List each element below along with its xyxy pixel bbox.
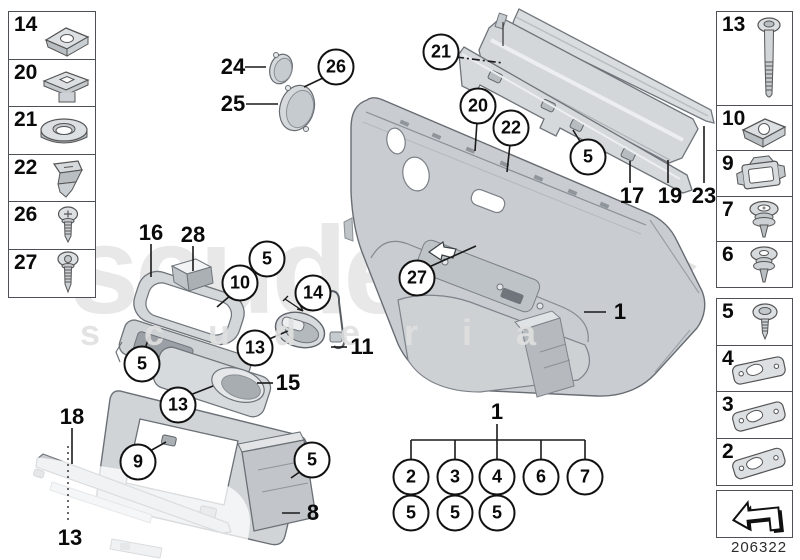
part-label-15[interactable]: 15 [275,370,301,395]
drawing-number: 206322 [731,539,788,556]
callout-10[interactable]: 10 [221,264,259,302]
callout-5-carrier[interactable]: 5 [569,138,607,176]
part-label-25[interactable]: 25 [220,91,246,116]
part-label-19[interactable]: 19 [657,183,683,208]
callout-21[interactable]: 21 [422,33,460,71]
washer-screw-icon [752,303,778,341]
callout-22[interactable]: 22 [492,109,530,147]
tree-callout-4[interactable]: 4 [478,458,516,496]
mounting-bracket-icon [732,401,786,432]
part-box-3[interactable]: 3 [716,391,793,439]
clip-nut-icon [44,27,90,57]
mounting-bracket-icon [732,447,786,479]
part-label-16[interactable]: 16 [138,220,164,245]
part-box-6[interactable]: 6 [716,241,793,288]
callout-26[interactable]: 26 [317,48,355,86]
part-label-28[interactable]: 28 [180,222,206,247]
expanding-rivet-icon [749,200,779,237]
speaker-cover-24 [269,52,293,85]
direction-arrow-box[interactable] [716,490,793,538]
part-box-27[interactable]: 27 [8,248,96,298]
part-box-2[interactable]: 2 [716,437,793,486]
fastener-column-right-lower: 5 4 3 2 [716,298,793,486]
part-box-9[interactable]: 9 [716,150,793,197]
callout-20[interactable]: 20 [459,87,497,125]
part-box-26[interactable]: 26 [8,201,96,250]
part-label-18[interactable]: 18 [59,404,85,429]
bolt-icon [757,17,781,98]
door-handle-assembly [274,290,346,350]
direction-arrow-box-wrap [716,490,793,538]
trim-strip-19 [478,12,699,164]
switch-panel-assembly [115,319,272,418]
tree-callout-5c[interactable]: 5 [478,494,516,532]
tree-callout-6[interactable]: 6 [522,458,560,496]
door-trim-panel [343,97,706,398]
cage-clip-icon [736,155,786,190]
callout-13-handle[interactable]: 13 [236,329,274,367]
tree-root-label[interactable]: 1 [490,399,504,424]
trim-frame-16 [133,270,245,346]
callout-27[interactable]: 27 [398,259,436,297]
mounting-bracket-icon [732,355,786,385]
screw-icon [57,250,79,293]
white-watermark-band [0,455,251,560]
callout-13-armrest[interactable]: 13 [159,386,197,424]
square-nut-icon [42,70,90,102]
part-label-1[interactable]: 1 [613,299,627,324]
leader-lines [67,56,705,524]
part-box-10[interactable]: 10 [716,104,793,152]
spring-clip-icon [52,159,83,198]
callout-9[interactable]: 9 [119,443,157,481]
part-box-13[interactable]: 13 [716,11,793,106]
part-box-4[interactable]: 4 [716,344,793,393]
tree-callout-5b[interactable]: 5 [436,494,474,532]
part-label-11[interactable]: 11 [350,334,374,359]
part-box-20[interactable]: 20 [8,58,96,108]
tree-callout-3[interactable]: 3 [436,458,474,496]
callout-5-lower[interactable]: 5 [293,441,331,479]
part-label-8[interactable]: 8 [306,500,320,525]
part-box-21[interactable]: 21 [8,106,96,155]
tree-callout-5a[interactable]: 5 [392,494,430,532]
part-box-22[interactable]: 22 [8,153,96,203]
direction-arrow-icon [731,500,784,534]
speaker-cover-25 [278,84,316,132]
watermark-small: scuderia [80,312,581,353]
screw-icon [57,206,79,244]
part-label-17[interactable]: 17 [619,183,645,208]
clip-nut-icon [741,117,787,148]
storage-tray-28 [170,258,214,292]
fastener-column-right: 13 10 9 7 [716,11,793,288]
tree-callout-7[interactable]: 7 [566,458,604,496]
callout-5-switch[interactable]: 5 [123,345,161,383]
part-box-7[interactable]: 7 [716,195,793,243]
part-label-13[interactable]: 13 [57,525,83,550]
expanding-rivet-icon [750,246,778,283]
oval-nut-icon [40,118,88,144]
tree-callout-2[interactable]: 2 [392,458,430,496]
fastener-column-left: 14 20 21 22 [8,11,96,298]
part-label-23[interactable]: 23 [691,183,717,208]
part-label-24[interactable]: 24 [220,54,246,79]
callout-14[interactable]: 14 [294,274,332,312]
part-box-5[interactable]: 5 [716,298,793,346]
part-box-14[interactable]: 14 [8,11,96,60]
